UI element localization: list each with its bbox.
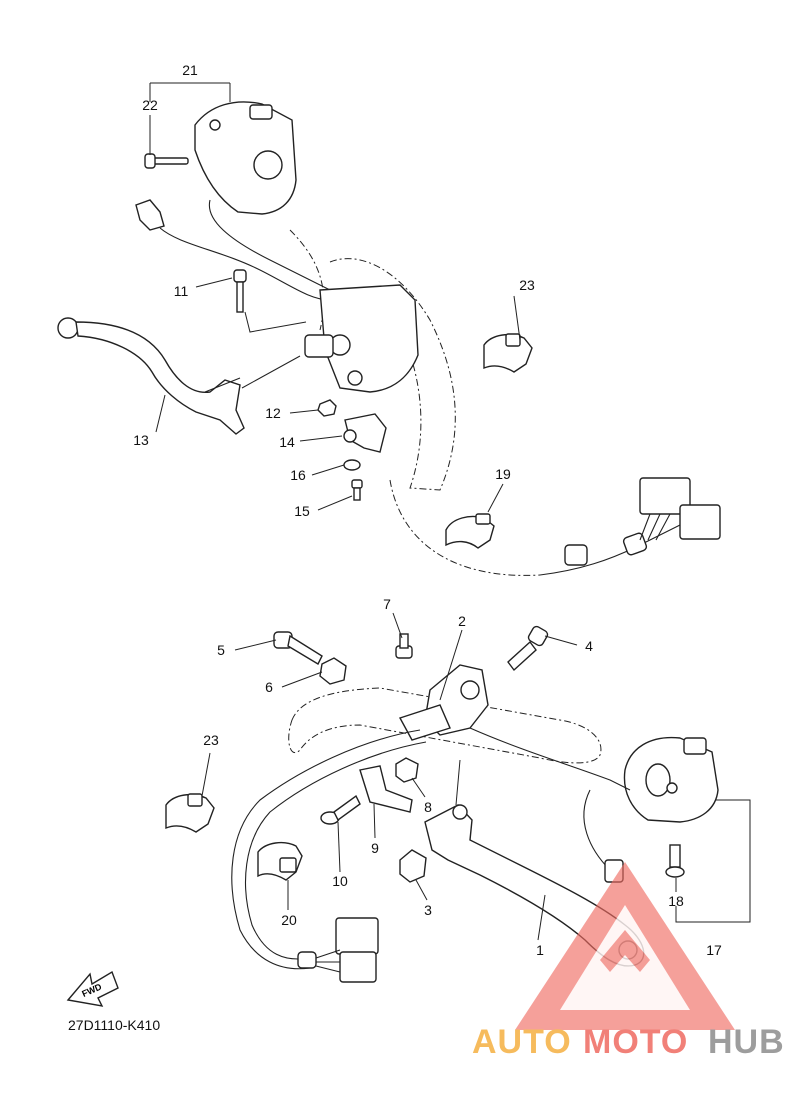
holder-2 bbox=[398, 664, 489, 741]
nut-8 bbox=[395, 757, 419, 783]
callout-2: 2 bbox=[458, 613, 466, 629]
callout-numbers: 21 22 11 13 12 14 16 15 23 19 5 6 7 2 4 … bbox=[133, 62, 722, 958]
callout-16: 16 bbox=[290, 467, 306, 483]
callout-23-top: 23 bbox=[519, 277, 535, 293]
callout-18: 18 bbox=[668, 893, 684, 909]
clamp-19 bbox=[445, 513, 495, 549]
bolt-5 bbox=[273, 631, 323, 665]
harness-loop-bottom bbox=[231, 729, 421, 970]
watermark-hub: HUB bbox=[708, 1023, 785, 1061]
wire-bottom-switch bbox=[583, 789, 611, 871]
callout-20: 20 bbox=[281, 912, 297, 928]
bolt-11 bbox=[233, 269, 247, 313]
callout-14: 14 bbox=[279, 434, 295, 450]
lever-13 bbox=[57, 317, 245, 435]
callout-17: 17 bbox=[706, 942, 722, 958]
callout-11: 11 bbox=[174, 283, 189, 299]
callout-21: 21 bbox=[182, 62, 198, 78]
connector-bottom bbox=[297, 917, 379, 983]
callout-1: 1 bbox=[536, 942, 544, 958]
watermark-moto: MOTO bbox=[583, 1023, 688, 1061]
lever-holder-top bbox=[304, 284, 419, 393]
clamp-23-top bbox=[483, 333, 533, 373]
diagram-code: 27D1110-K410 bbox=[68, 1017, 160, 1033]
callout-10: 10 bbox=[332, 873, 348, 889]
clamp-23-bottom bbox=[165, 793, 215, 833]
warning-triangle-icon bbox=[515, 862, 735, 1030]
watermark-auto: AUTO bbox=[472, 1023, 572, 1061]
screw-7 bbox=[395, 633, 413, 659]
screw-15 bbox=[351, 479, 363, 501]
callout-15: 15 bbox=[294, 503, 310, 519]
nut-6 bbox=[319, 657, 347, 685]
washer-16 bbox=[343, 459, 361, 471]
connector-top-right bbox=[539, 477, 721, 576]
screw-22 bbox=[144, 153, 189, 169]
fwd-arrow-icon: FWD bbox=[66, 970, 119, 1007]
top-assembly bbox=[57, 101, 721, 576]
bolt-4 bbox=[507, 625, 549, 672]
callout-12: 12 bbox=[265, 405, 281, 421]
clamp-20 bbox=[257, 841, 303, 881]
cable-bottom-switch bbox=[469, 727, 631, 791]
switch-14 bbox=[343, 413, 387, 453]
callout-7: 7 bbox=[383, 596, 391, 612]
callout-23-bottom: 23 bbox=[203, 732, 219, 748]
handlebar-outline-top bbox=[329, 258, 456, 491]
callout-9: 9 bbox=[371, 840, 379, 856]
watermark-logo: AUTO MOTO HUB bbox=[472, 862, 785, 1061]
switch-housing-bottom bbox=[623, 736, 719, 823]
wire-top-left bbox=[159, 227, 331, 301]
terminal-top bbox=[135, 199, 165, 231]
screw-10 bbox=[320, 794, 361, 825]
collar-3 bbox=[399, 849, 427, 883]
cable-path-top bbox=[289, 229, 325, 331]
harness-path-top bbox=[389, 479, 541, 576]
callout-4: 4 bbox=[585, 638, 593, 654]
callout-5: 5 bbox=[217, 642, 225, 658]
callout-13: 13 bbox=[133, 432, 149, 448]
callout-22: 22 bbox=[142, 97, 158, 113]
callout-8: 8 bbox=[424, 799, 432, 815]
callout-3: 3 bbox=[424, 902, 432, 918]
cable-top bbox=[208, 199, 331, 291]
screw-18 bbox=[665, 844, 685, 878]
callout-6: 6 bbox=[265, 679, 273, 695]
nut-12 bbox=[317, 399, 337, 417]
leader-lines bbox=[149, 82, 751, 941]
switch-housing-top bbox=[194, 101, 297, 215]
callout-19: 19 bbox=[495, 466, 511, 482]
bracket-9 bbox=[359, 765, 413, 813]
